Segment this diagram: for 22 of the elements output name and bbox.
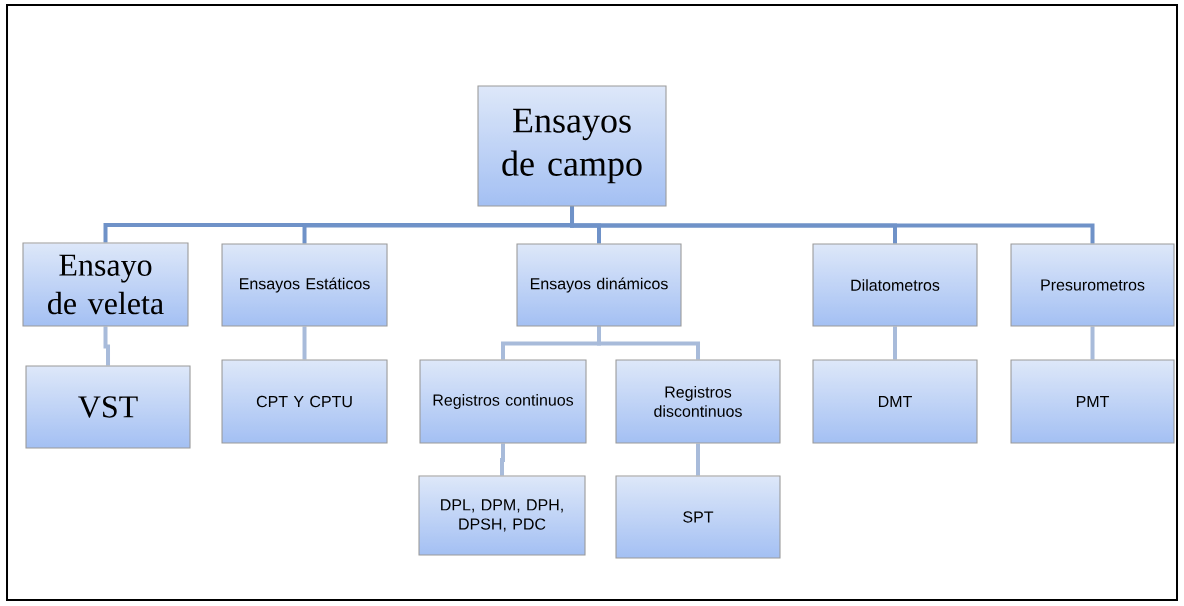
box: Registros continuos [419, 359, 587, 444]
box: DPL, DPM, DPH, DPSH, PDC [418, 475, 586, 556]
connector-line [597, 326, 700, 360]
connector-line [893, 326, 897, 360]
connector-line [302, 326, 307, 360]
box: Registros discontinuos [615, 359, 781, 444]
connector-line [500, 443, 505, 476]
box: Presurometros [1010, 243, 1175, 327]
box: Dilatometros [812, 243, 978, 327]
box: SPT [615, 475, 781, 559]
box: Ensayos Estáticos [221, 243, 388, 327]
connector-line [696, 443, 700, 476]
connector-line [1090, 326, 1095, 360]
box: VST [25, 365, 191, 449]
box: Ensayo de veleta [22, 242, 189, 327]
box: Ensayos de campo [477, 85, 667, 207]
box: PMT [1010, 359, 1175, 444]
box: Ensayos dinámicos [516, 243, 682, 327]
box: DMT [812, 359, 978, 444]
box: CPT Y CPTU [221, 359, 388, 444]
connector-line [103, 326, 110, 366]
connector-line [570, 206, 1095, 244]
